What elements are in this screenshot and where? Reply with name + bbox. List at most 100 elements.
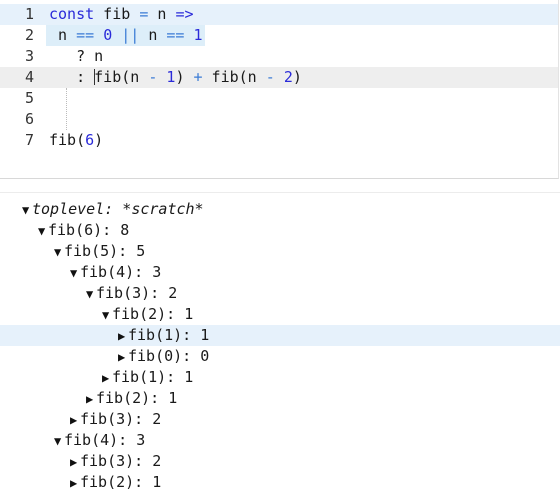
- tree-row[interactable]: ▶fib(2): 1: [0, 388, 560, 409]
- collapsed-triangle-icon[interactable]: ▶: [70, 476, 78, 490]
- tree-node-label: fib(1): 1: [112, 368, 194, 386]
- tree-node[interactable]: ▶fib(0): 0: [118, 346, 209, 368]
- tree-node[interactable]: ▶fib(3): 2: [70, 451, 161, 473]
- code-token: fib(n: [202, 68, 266, 86]
- code-token: ): [175, 68, 194, 86]
- code-token: +: [193, 68, 203, 86]
- expanded-triangle-icon[interactable]: ▼: [86, 287, 94, 301]
- code-token: ==: [166, 26, 185, 44]
- code-line[interactable]: 5: [0, 88, 558, 109]
- tree-row[interactable]: ▶fib(2): 1: [0, 472, 560, 493]
- tree-node-label: fib(2): 1: [112, 305, 194, 323]
- tree-node[interactable]: ▶fib(2): 1: [86, 388, 177, 410]
- code-token: 6: [85, 131, 95, 149]
- code-token: fib(: [49, 131, 86, 149]
- tree-node[interactable]: ▶fib(3): 2: [70, 409, 161, 431]
- code-token: 1: [166, 68, 176, 86]
- code-token: -: [148, 68, 158, 86]
- tree-node-label: fib(6): 8: [48, 221, 130, 239]
- code-line[interactable]: 1 const fib = n =>: [0, 4, 558, 25]
- code-token: [94, 26, 103, 44]
- code-token: 2: [283, 68, 293, 86]
- expanded-triangle-icon[interactable]: ▼: [38, 224, 46, 238]
- tree-node-label: fib(4): 3: [80, 263, 162, 281]
- call-tree[interactable]: ▼toplevel: *scratch*▼fib(6): 8▼fib(5): 5…: [0, 192, 560, 500]
- collapsed-triangle-icon[interactable]: ▶: [102, 371, 110, 385]
- code-token: ||: [121, 26, 140, 44]
- code-line[interactable]: 7 fib(6): [0, 130, 558, 151]
- tree-node-label: fib(0): 0: [128, 347, 210, 365]
- tree-node[interactable]: ▶fib(1): 1: [118, 325, 209, 347]
- tree-row[interactable]: ▼fib(4): 3: [0, 430, 560, 451]
- code-token: fib(n: [94, 68, 149, 86]
- code-token: [112, 26, 121, 44]
- text-cursor: [94, 69, 96, 85]
- code-line[interactable]: 4 : fib(n - 1) + fib(n - 2): [0, 67, 558, 88]
- tree-row[interactable]: ▼fib(2): 1: [0, 304, 560, 325]
- collapsed-triangle-icon[interactable]: ▶: [86, 392, 94, 406]
- code-text[interactable]: n == 0 || n == 1: [46, 25, 205, 46]
- tree-node[interactable]: ▼fib(6): 8: [38, 220, 129, 242]
- tree-node[interactable]: ▼toplevel: *scratch*: [22, 199, 204, 221]
- tree-row[interactable]: ▶fib(0): 0: [0, 346, 560, 367]
- code-token: ? n: [49, 47, 104, 65]
- line-number: 1: [24, 5, 34, 23]
- code-text[interactable]: fib(6): [49, 130, 103, 151]
- collapsed-triangle-icon[interactable]: ▶: [70, 455, 78, 469]
- tree-row[interactable]: ▼fib(3): 2: [0, 283, 560, 304]
- line-number: 3: [24, 47, 34, 65]
- code-line[interactable]: 2 n == 0 || n == 1: [0, 25, 558, 46]
- tree-row[interactable]: ▼fib(6): 8: [0, 220, 560, 241]
- tree-node[interactable]: ▶fib(2): 1: [70, 472, 161, 494]
- code-text[interactable]: ? n: [49, 46, 103, 67]
- tree-node[interactable]: ▼fib(2): 1: [102, 304, 193, 326]
- tree-node-label: fib(2): 1: [96, 389, 178, 407]
- code-token: n: [148, 5, 176, 23]
- collapsed-triangle-icon[interactable]: ▶: [118, 329, 126, 343]
- expanded-triangle-icon[interactable]: ▼: [102, 308, 110, 322]
- tree-node[interactable]: ▶fib(1): 1: [102, 367, 193, 389]
- expanded-triangle-icon[interactable]: ▼: [54, 245, 62, 259]
- tree-node[interactable]: ▼fib(4): 3: [54, 430, 145, 452]
- code-line[interactable]: 6: [0, 109, 558, 130]
- tree-node[interactable]: ▼fib(5): 5: [54, 241, 145, 263]
- code-token: 0: [103, 26, 113, 44]
- tree-row[interactable]: ▼fib(4): 3: [0, 262, 560, 283]
- line-number: 2: [24, 26, 34, 44]
- tree-node[interactable]: ▼fib(4): 3: [70, 262, 161, 284]
- code-token: 1: [193, 26, 203, 44]
- expanded-triangle-icon[interactable]: ▼: [70, 266, 78, 280]
- tree-row[interactable]: ▶fib(1): 1: [0, 367, 560, 388]
- code-token: [275, 68, 284, 86]
- line-number: 6: [24, 110, 34, 128]
- code-token: =>: [175, 5, 194, 23]
- tree-row[interactable]: ▼fib(5): 5: [0, 241, 560, 262]
- expanded-triangle-icon[interactable]: ▼: [54, 434, 62, 448]
- tree-row[interactable]: ▶fib(1): 1: [0, 325, 560, 346]
- code-token: ): [94, 131, 104, 149]
- code-token: [184, 26, 193, 44]
- line-number: 7: [24, 131, 34, 149]
- tree-node[interactable]: ▼fib(3): 2: [86, 283, 177, 305]
- tree-row[interactable]: ▼toplevel: *scratch*: [0, 199, 560, 220]
- code-text[interactable]: const fib = n =>: [49, 4, 194, 25]
- code-token: :: [49, 68, 95, 86]
- line-number: 5: [24, 89, 34, 107]
- code-line[interactable]: 3 ? n: [0, 46, 558, 67]
- tree-row[interactable]: ▶fib(3): 2: [0, 409, 560, 430]
- expanded-triangle-icon[interactable]: ▼: [22, 203, 30, 217]
- tree-node-label: fib(3): 2: [80, 410, 162, 428]
- collapsed-triangle-icon[interactable]: ▶: [118, 350, 126, 364]
- tree-node-label: fib(3): 2: [96, 284, 178, 302]
- code-token: =: [139, 5, 149, 23]
- code-text[interactable]: : fib(n - 1) + fib(n - 2): [49, 67, 302, 88]
- tree-row[interactable]: ▶fib(3): 2: [0, 451, 560, 472]
- code-token: n: [139, 26, 167, 44]
- tree-node-label: fib(3): 2: [80, 452, 162, 470]
- collapsed-triangle-icon[interactable]: ▶: [70, 413, 78, 427]
- code-token: ==: [76, 26, 95, 44]
- code-token: -: [265, 68, 275, 86]
- indent-guide: [66, 88, 67, 130]
- code-token: fib: [94, 5, 140, 23]
